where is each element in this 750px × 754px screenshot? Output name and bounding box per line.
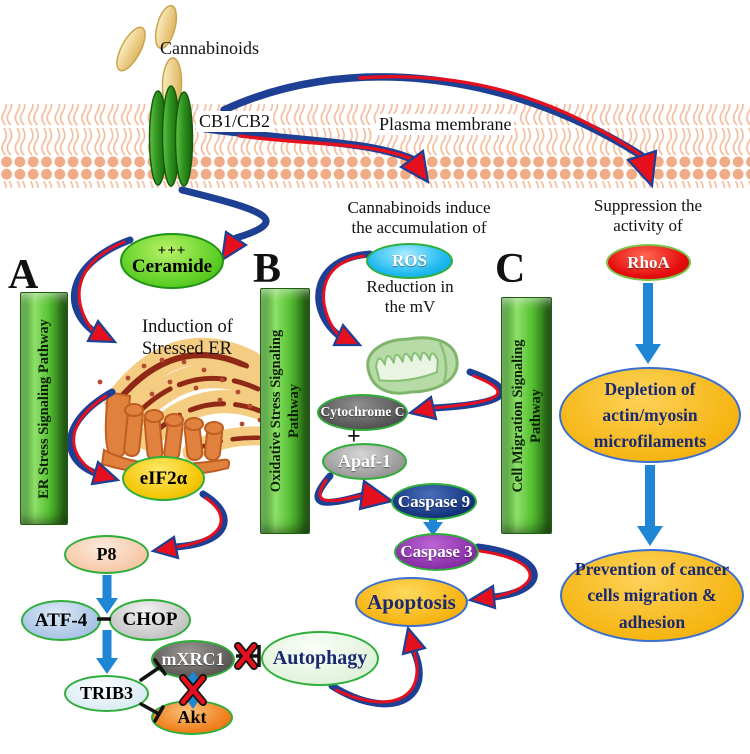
induction-line2: Stressed ER: [142, 338, 232, 359]
p8-label: P8: [96, 544, 117, 565]
stressed-er-icon: [97, 337, 292, 477]
arrow-receptor-to-rhoa-branch: [220, 73, 658, 189]
reduction-line2: the mV: [384, 297, 436, 317]
node-akt: Akt: [151, 700, 233, 735]
suppression-line1: Suppression the: [593, 196, 703, 215]
arrow-depletion-to-prevention: [637, 465, 663, 546]
arrow-receptor-to-ros-branch: [196, 124, 430, 185]
inhibition-trib3-akt: [139, 702, 165, 723]
node-caspase3: Caspase 3: [394, 533, 479, 571]
prevention-line3: adhesion: [618, 611, 686, 632]
arrow-ceramide-to-er: [70, 236, 134, 344]
atf4-label: ATF-4: [34, 609, 88, 631]
arrow-p8-to-atf4-chop: [96, 575, 118, 614]
node-apaf1: Apaf-1: [322, 443, 407, 480]
chop-label: CHOP: [122, 609, 178, 631]
node-p8: P8: [64, 535, 149, 574]
induce-caption: Cannabinoids induce the accumulation of: [330, 198, 508, 238]
swoosh-arrows: [66, 73, 658, 708]
arrow-mitochondria-to-cytochromec: [407, 368, 505, 421]
node-ros: ROS: [366, 243, 453, 279]
depletion-line2: actin/myosin: [602, 404, 698, 425]
akt-label: Akt: [177, 707, 207, 728]
induction-caption: Induction of Stressed ER: [142, 317, 233, 361]
node-cytochrome-c: Cytochrome C: [317, 394, 408, 431]
cb-receptor-icon: [148, 85, 194, 187]
ceramide-label: Ceramide: [131, 256, 213, 278]
apaf1-label: Apaf-1: [338, 451, 391, 472]
pathway-b-letter: B: [253, 246, 282, 292]
inhibition-mxrc1-autophagy: [234, 642, 261, 670]
receptor-label: CB1/CB2: [196, 111, 274, 133]
blocked-x-icon: [179, 674, 207, 706]
trib3-label: TRIB3: [79, 683, 133, 704]
node-caspase9: Caspase 9: [391, 483, 477, 520]
suppression-line2: activity of: [613, 216, 683, 236]
node-eif2a: eIF2α: [122, 456, 205, 501]
node-prevention: Prevention of cancer cells migration & a…: [560, 549, 744, 642]
induction-line1: Induction of: [142, 317, 233, 337]
inhibition-trib3-mxrc1: [139, 658, 167, 682]
node-rhoa: RhoA: [606, 244, 691, 281]
arrow-autophagy-to-apoptosis: [328, 625, 427, 708]
rhoa-label: RhoA: [627, 252, 670, 272]
induce-line1: Cannabinoids induce: [347, 198, 491, 217]
arrow-rhoa-to-depletion: [635, 283, 661, 364]
arrow-ros-to-mitochondria: [315, 250, 374, 347]
plasma-membrane-label: Plasma membrane: [376, 114, 515, 136]
node-autophagy: Autophagy: [261, 631, 379, 686]
arrow-er-to-eif2a: [66, 388, 121, 486]
plus-sign: +: [347, 424, 361, 450]
eif2a-label: eIF2α: [139, 467, 188, 489]
pathway-c-letter: C: [495, 246, 526, 292]
cytochrome-c-label: Cytochrome C: [320, 404, 405, 420]
node-chop: CHOP: [109, 599, 191, 641]
induce-line2: the accumulation of: [351, 218, 487, 238]
arrow-chop-to-trib3: [96, 630, 118, 674]
arrow-eif2a-to-p8: [150, 490, 228, 560]
node-ceramide: +++ Ceramide: [120, 233, 224, 289]
arrow-apaf1-to-caspase9: [314, 472, 395, 511]
prevention-line2: cells migration &: [587, 585, 717, 606]
mxrc1-label: mXRC1: [161, 649, 225, 670]
pathway-c-bar: Cell Migration Signaling Pathway: [501, 297, 552, 534]
pathway-a-letter: A: [8, 252, 39, 298]
double-arrow-mxrc1-akt: [179, 671, 207, 709]
pathway-a-bar: ER Stress Signaling Pathway: [20, 292, 68, 525]
depletion-line1: Depletion of: [604, 378, 696, 399]
node-apoptosis: Apoptosis: [355, 577, 468, 627]
caspase9-label: Caspase 9: [397, 491, 471, 511]
node-atf4: ATF-4: [21, 600, 101, 641]
autophagy-label: Autophagy: [272, 647, 368, 669]
arrow-caspase3-to-apoptosis: [467, 543, 538, 610]
blocked-x-icon: [234, 642, 258, 670]
ros-label: ROS: [392, 251, 427, 271]
caspase3-label: Caspase 3: [400, 542, 473, 562]
suppression-caption: Suppression the activity of: [560, 196, 736, 236]
apoptosis-label: Apoptosis: [367, 589, 456, 614]
ceramide-plus: +++: [157, 243, 187, 260]
reduction-line1: Reduction in: [366, 277, 454, 296]
depletion-line3: microfilaments: [593, 431, 707, 452]
mitochondria-icon: [366, 336, 459, 395]
cannabinoids-label: Cannabinoids: [160, 38, 259, 58]
prevention-line1: Prevention of cancer: [574, 559, 730, 580]
pathway-b-bar: Oxidative Stress Signaling Pathway: [260, 288, 310, 534]
arrow-receptor-to-ceramide: [178, 186, 270, 263]
node-trib3: TRIB3: [64, 675, 149, 712]
node-depletion: Depletion of actin/myosin microfilaments: [559, 367, 741, 463]
reduction-caption: Reduction in the mV: [340, 277, 480, 317]
